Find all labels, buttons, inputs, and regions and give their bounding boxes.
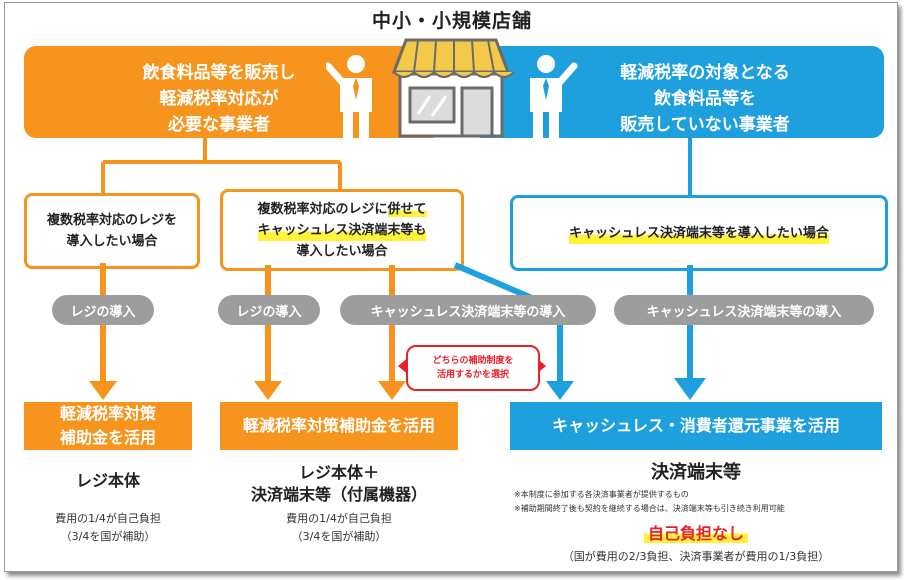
store-icon <box>391 38 514 138</box>
choose-subsidy-note: どちらの補助制度を 活用するかを選択 <box>406 345 540 391</box>
pill-cashless-intro-1: キャッシュレス決済端末等の導入 <box>340 295 596 325</box>
person-left-icon <box>326 55 372 138</box>
pill-register-intro-1: レジの導入 <box>52 295 154 325</box>
note-continued-use: ※補助期間終了後も契約を継続する場合は、決済端末等も引き続き利用可能 <box>514 504 785 513</box>
result-cashless-program: キャッシュレス・消費者還元事業を活用 <box>510 402 882 450</box>
case-cashless-only: キャッシュレス決済端末等を導入したい場合 <box>510 195 888 271</box>
page-title: 中小・小規模店舗 <box>371 10 532 32</box>
case-register-only: 複数税率対応のレジを 導入したい場合 <box>24 193 200 269</box>
case-register-and-cashless: 複数税率対応のレジに併せて キャッシュレス決済端末等も 導入したい場合 <box>220 189 464 271</box>
result-3-text: キャッシュレス・消費者還元事業を活用 <box>552 416 840 435</box>
item-register: レジ本体 <box>75 471 140 490</box>
case2-text-d: 導入したい場合 <box>296 243 388 259</box>
no-burden-detail: （国が費用の2/3負担、決済事業者が費用の1/3負担） <box>562 550 830 563</box>
note-terminal-provider: ※本制度に参加する各決済事業者が提供するもの <box>514 490 689 499</box>
cost-register-and-terminal: 費用の1/4が自己負担 （3/4を国が補助） <box>286 512 392 543</box>
pill-1-label: レジの導入 <box>70 304 136 320</box>
pill-cashless-intro-2: キャッシュレス決済端末等の導入 <box>614 295 874 325</box>
pill-3-label: キャッシュレス決済端末等の導入 <box>370 304 566 320</box>
pill-4-label: キャッシュレス決済端末等の導入 <box>646 304 842 320</box>
pill-register-intro-2: レジの導入 <box>218 295 320 325</box>
result-reduced-tax-subsidy-1: 軽減税率対策 補助金を活用 <box>24 402 192 450</box>
result-1-text: 軽減税率対策 補助金を活用 <box>59 404 156 447</box>
item-register-and-terminal: レジ本体＋ 決済端末等（付属機器） <box>250 463 427 504</box>
no-burden-wrap: 自己負担なし <box>510 520 882 544</box>
left-business-band: 飲食料品等を販売し 軽減税率対応が 必要な事業者 <box>24 46 444 138</box>
case2-text-c: キャッシュレス決済端末等も <box>257 219 427 241</box>
right-band-text: 軽減税率の対象となる 飲食料品等を 販売していない事業者 <box>620 63 790 135</box>
person-right-icon <box>530 55 578 138</box>
result-2-text: 軽減税率対策補助金を活用 <box>242 416 435 435</box>
pill-2-label: レジの導入 <box>236 304 302 320</box>
left-band-text: 飲食料品等を販売し 軽減税率対応が 必要な事業者 <box>142 63 296 135</box>
no-burden-label: 自己負担なし <box>643 524 748 543</box>
item-payment-terminal: 決済端末等 <box>651 462 741 483</box>
choose-subsidy-text: どちらの補助制度を 活用するかを選択 <box>432 356 514 380</box>
result-reduced-tax-subsidy-2: 軽減税率対策補助金を活用 <box>220 402 458 450</box>
case-cashless-only-text: キャッシュレス決済端末等を導入したい場合 <box>569 222 829 244</box>
case2-text-b: 併せて <box>387 201 427 217</box>
case2-text-a: 複数税率対応のレジに <box>257 201 388 217</box>
case-register-only-text: 複数税率対応のレジを 導入したい場合 <box>46 213 177 249</box>
cost-register: 費用の1/4が自己負担 （3/4を国が補助） <box>55 512 161 543</box>
